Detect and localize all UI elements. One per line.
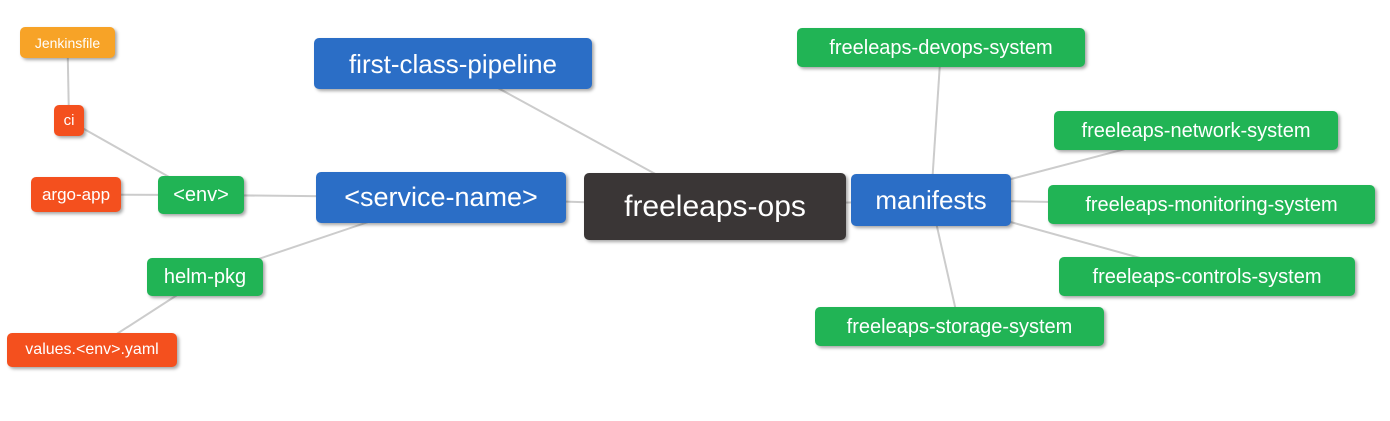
node-freeleaps-controls-system[interactable]: freeleaps-controls-system	[1059, 257, 1355, 296]
node-freeleaps-network-system[interactable]: freeleaps-network-system	[1054, 111, 1338, 150]
node-service-name[interactable]: <service-name>	[316, 172, 566, 223]
node-freeleaps-devops-system[interactable]: freeleaps-devops-system	[797, 28, 1085, 67]
node-first-class-pipeline[interactable]: first-class-pipeline	[314, 38, 592, 89]
node-freeleaps-ops[interactable]: freeleaps-ops	[584, 173, 846, 240]
node-argo-app[interactable]: argo-app	[31, 177, 121, 212]
node-values-env-yaml[interactable]: values.<env>.yaml	[7, 333, 177, 367]
node-manifests[interactable]: manifests	[851, 174, 1011, 226]
node-jenkinsfile[interactable]: Jenkinsfile	[20, 27, 115, 58]
node-helm-pkg[interactable]: helm-pkg	[147, 258, 263, 296]
node-freeleaps-storage-system[interactable]: freeleaps-storage-system	[815, 307, 1104, 346]
node-freeleaps-monitoring-system[interactable]: freeleaps-monitoring-system	[1048, 185, 1375, 224]
node-ci[interactable]: ci	[54, 105, 84, 136]
node-env[interactable]: <env>	[158, 176, 244, 214]
